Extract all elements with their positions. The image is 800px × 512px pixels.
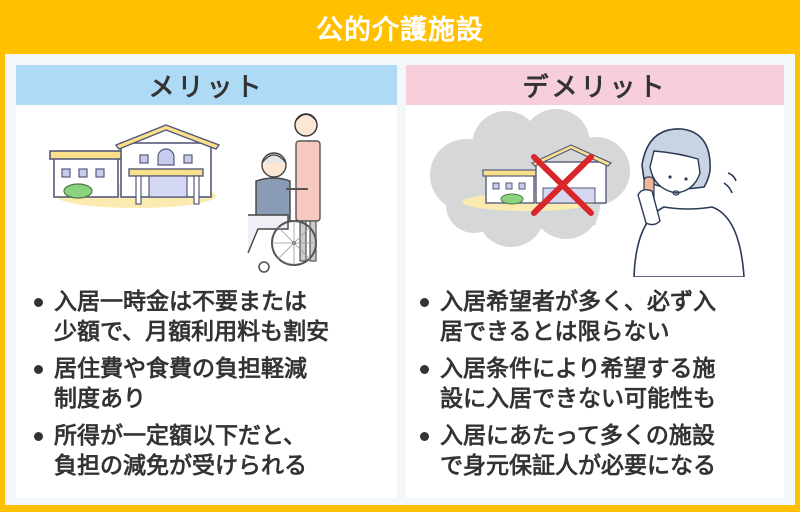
demerit-item: 入居にあたって多くの施設 で身元保証人が必要になる xyxy=(416,421,784,481)
bullet-dot-icon xyxy=(34,298,43,307)
worried-woman-illustration xyxy=(430,109,745,277)
merit-item: 居住費や食費の負担軽減 制度あり xyxy=(30,354,397,414)
demerit-item: 入居条件により希望する施 設に入居できない可能性も xyxy=(416,354,784,414)
care-facility-illustration xyxy=(49,113,321,273)
merit-list: 入居一時金は不要または 少額で、月額利用料も割安 居住費や食費の負担軽減 制度あ… xyxy=(16,287,397,488)
demerit-header: デメリット xyxy=(406,65,784,105)
bullet-dot-icon xyxy=(34,365,43,374)
demerit-item: 入居希望者が多く、必ず入 居できるとは限らない xyxy=(416,287,784,347)
demerit-card: デメリット xyxy=(406,65,784,498)
bullet-dot-icon xyxy=(34,432,43,441)
merit-header: メリット xyxy=(16,65,397,105)
comparison-panel: メリット xyxy=(5,54,795,505)
merit-card: メリット xyxy=(16,65,397,498)
merit-item: 所得が一定額以下だと、 負担の減免が受けられる xyxy=(30,421,397,481)
bullet-dot-icon xyxy=(420,432,429,441)
bullet-dot-icon xyxy=(420,298,429,307)
bullet-dot-icon xyxy=(420,365,429,374)
merit-item: 入居一時金は不要または 少額で、月額利用料も割安 xyxy=(30,287,397,347)
page-title: 公的介護施設 xyxy=(316,14,484,46)
demerit-list: 入居希望者が多く、必ず入 居できるとは限らない 入居条件により希望する施 設に入… xyxy=(406,287,784,488)
